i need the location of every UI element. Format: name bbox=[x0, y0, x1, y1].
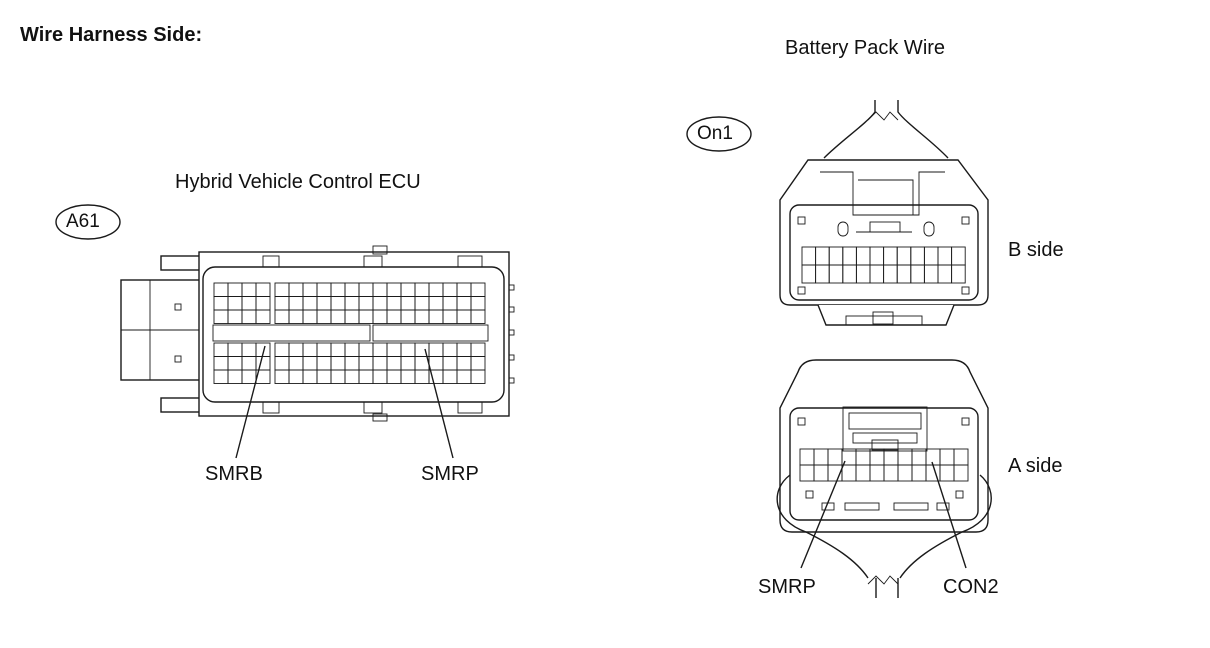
terminal-grid bbox=[801, 246, 966, 284]
terminal-grid bbox=[213, 282, 271, 324]
terminal-cavity bbox=[951, 264, 966, 284]
battery-smrp-leader bbox=[800, 460, 846, 569]
battery-pin-label-con2: CON2 bbox=[943, 576, 999, 598]
ecu-pin-label-smrb: SMRB bbox=[205, 463, 263, 485]
terminal-grid bbox=[213, 342, 271, 384]
b-side-label: B side bbox=[1008, 239, 1064, 261]
terminal-cavity bbox=[953, 464, 969, 482]
ecu-pin-label-smrp: SMRP bbox=[421, 463, 479, 485]
battery-connector-id: On1 bbox=[697, 123, 733, 144]
page-heading: Wire Harness Side: bbox=[20, 24, 203, 46]
battery-pin-label-smrp: SMRP bbox=[758, 576, 816, 598]
terminal-grid bbox=[274, 342, 486, 384]
a-side-label: A side bbox=[1008, 455, 1063, 477]
b-side-connector bbox=[779, 100, 989, 326]
terminal-grid bbox=[274, 282, 486, 324]
ecu-connector-badge bbox=[55, 204, 121, 240]
terminal-cavity bbox=[255, 309, 271, 324]
terminal-cavity bbox=[470, 309, 486, 324]
terminal-cavity bbox=[470, 369, 486, 384]
a-side-connector bbox=[776, 359, 992, 598]
terminal-grid bbox=[799, 448, 969, 482]
battery-title: Battery Pack Wire bbox=[785, 37, 946, 59]
ecu-smrp-leader bbox=[424, 348, 454, 459]
ecu-connector bbox=[120, 245, 515, 459]
battery-connector-badge bbox=[686, 116, 752, 152]
ecu-connector-id: A61 bbox=[66, 211, 100, 232]
terminal-cavity bbox=[255, 369, 271, 384]
ecu-title: Hybrid Vehicle Control ECU bbox=[175, 171, 421, 193]
ecu-smrb-leader bbox=[235, 345, 266, 459]
battery-con2-leader bbox=[931, 461, 967, 569]
